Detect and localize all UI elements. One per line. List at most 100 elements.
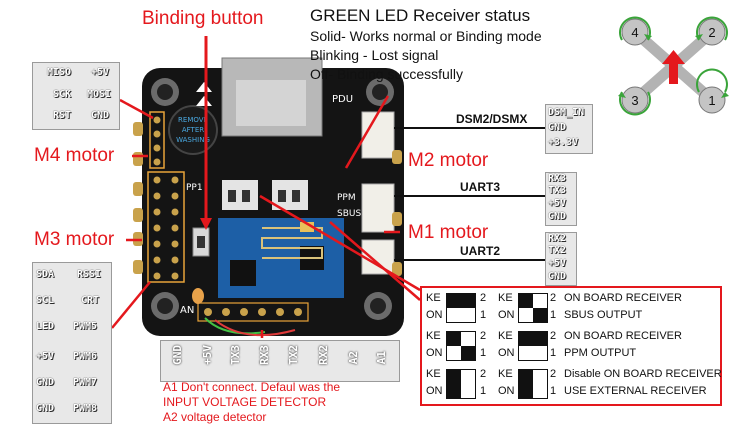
bottom-note-line2: INPUT VOLTAGE DETECTOR [163,395,327,409]
pin-dsm-3v3: +3.3V [548,137,579,148]
mounting-hole-tr [366,78,394,106]
pinout-spi-box: MISO +5V SCK MOSI RST GND [32,62,120,130]
board-mark-ppm: PPM [337,193,356,203]
led-status-solid: Solid- Works normal or Binding mode [310,28,542,44]
uart2-line-label: UART2 [460,244,501,258]
pin-sck: SCK [53,89,72,100]
pin-pwm6: PWM6 [73,351,98,362]
row3-b-n1: 1 [550,385,557,397]
pin-led: LED [36,321,55,332]
row2-switch-a [446,331,476,361]
pinout-bottom-strip: GND +5V TX3 RX3 TX2 RX2 A2 A1 [160,340,400,382]
pin-bottom-a2: A2 [347,351,360,365]
row2-b-n2: 2 [550,330,557,342]
svg-text:WASHING: WASHING [176,136,210,144]
motor-3-number: 3 [631,93,638,108]
pinout-aux-box: SDA RSSI SCL CRT LED PWM5 +5V PWM6 GND P… [32,262,112,424]
svg-text:REMOVE: REMOVE [178,116,208,124]
motor-3 [618,86,651,116]
led-status-blinking: Blinking - Lost signal [310,47,439,63]
mounting-hole-br [364,292,392,320]
m4-motor-label: M4 motor [34,145,115,166]
row3-desc-1: Disable ON BOARD RECEIVER [564,368,722,380]
row2-a-on: ON [426,347,443,359]
connector-uart3 [361,183,395,233]
row3-b-on: ON [498,385,515,397]
pin-bottom-rx2: RX2 [317,345,330,365]
row1-desc-1: ON BOARD RECEIVER [564,292,682,304]
pin-bottom-a1: A1 [375,351,388,365]
pin-uart2-5v: +5V [548,258,567,269]
switch-row-1: KE ON 2 1 KE ON 2 1 ON BOARD RECEIVER SB… [426,292,720,326]
row1-b-n1: 1 [550,309,557,321]
row3-a-on: ON [426,385,443,397]
led-status-off: Off- Binding successfully [310,66,464,82]
pin-mosi: MOSI [87,89,112,100]
pin-crt: CRT [81,295,100,306]
binding-button-label: Binding button [142,8,264,29]
pin-tx2: TX2 [548,245,567,256]
motor-4-number: 4 [631,25,638,40]
quad-x-diagram: 4 2 3 1 [618,16,729,116]
dsm-line-label: DSM2/DSMX [456,112,528,126]
row2-b-n1: 1 [550,347,557,359]
pin-sda: SDA [36,269,55,280]
row3-switch-a [446,369,476,399]
pin-tx3: TX3 [548,185,567,196]
pin-pwm8: PWM8 [73,403,98,414]
pin-gnd-b1: GND [36,377,55,388]
pin-uart3-5v: +5V [548,198,567,209]
pin-rx3: RX3 [548,173,567,184]
row2-b-on: ON [498,347,515,359]
row1-a-on: ON [426,309,443,321]
pin-gnd-b2: GND [36,403,55,414]
switch-row-3: KE ON 2 1 KE ON 2 1 Disable ON BOARD REC… [426,368,722,402]
motor-1 [696,68,729,114]
dip-switch-1 [222,180,258,210]
row1-switch-b [518,293,548,323]
pinout-uart2-box: RX2 TX2 +5V GND [545,232,577,286]
pinout-dsm-box: DSM_IN GND +3.3V [545,104,593,154]
board-mark-pp1: PP1 [186,183,203,193]
row3-desc-2: USE EXTERNAL RECEIVER [564,385,707,397]
board-mark-sbus: SBUS [337,209,362,219]
forward-arrow-icon [662,50,685,84]
row3-b-n2: 2 [550,368,557,380]
motor-1-number: 1 [708,93,715,108]
connector-uart2 [361,239,395,275]
motor-2-number: 2 [708,25,715,40]
row3-switch-b [518,369,548,399]
pin-rx2: RX2 [548,233,567,244]
pin-dsm-in: DSM_IN [548,107,585,118]
row3-a-n1: 1 [480,385,487,397]
pin-rssi: RSSI [77,269,102,280]
row3-a-n2: 2 [480,368,487,380]
pin-miso: MISO [47,67,72,78]
mounting-hole-tl [151,78,179,106]
row2-desc-1: ON BOARD RECEIVER [564,330,682,342]
row1-desc-2: SBUS OUTPUT [564,309,643,321]
pin-rst: RST [53,110,72,121]
pinout-uart3-box: RX3 TX3 +5V GND [545,172,577,226]
pin-scl: SCL [36,295,55,306]
row3-a-ke: KE [426,368,441,380]
pin-uart3-gnd: GND [548,211,567,222]
row1-a-n1: 1 [480,309,487,321]
pin-bottom-rx3: RX3 [258,345,271,365]
motor-2 [695,16,728,46]
row1-b-ke: KE [498,292,513,304]
pin-bottom-tx3: TX3 [229,345,242,365]
row1-switch-a [446,293,476,323]
switch-row-2: KE ON 2 1 KE ON 2 1 ON BOARD RECEIVER PP… [426,330,720,364]
motor-4 [619,16,652,46]
connector-dsm [361,111,395,159]
row3-b-ke: KE [498,368,513,380]
row2-switch-b [518,331,548,361]
m2-motor-label: M2 motor [408,150,489,171]
dip-switch-table: KE ON 2 1 KE ON 2 1 ON BOARD RECEIVER SB… [420,286,722,406]
row2-desc-2: PPM OUTPUT [564,347,637,359]
mounting-hole-bl [151,292,179,320]
pin-5v: +5V [91,67,110,78]
m3-motor-label: M3 motor [34,229,115,250]
row1-b-on: ON [498,309,515,321]
